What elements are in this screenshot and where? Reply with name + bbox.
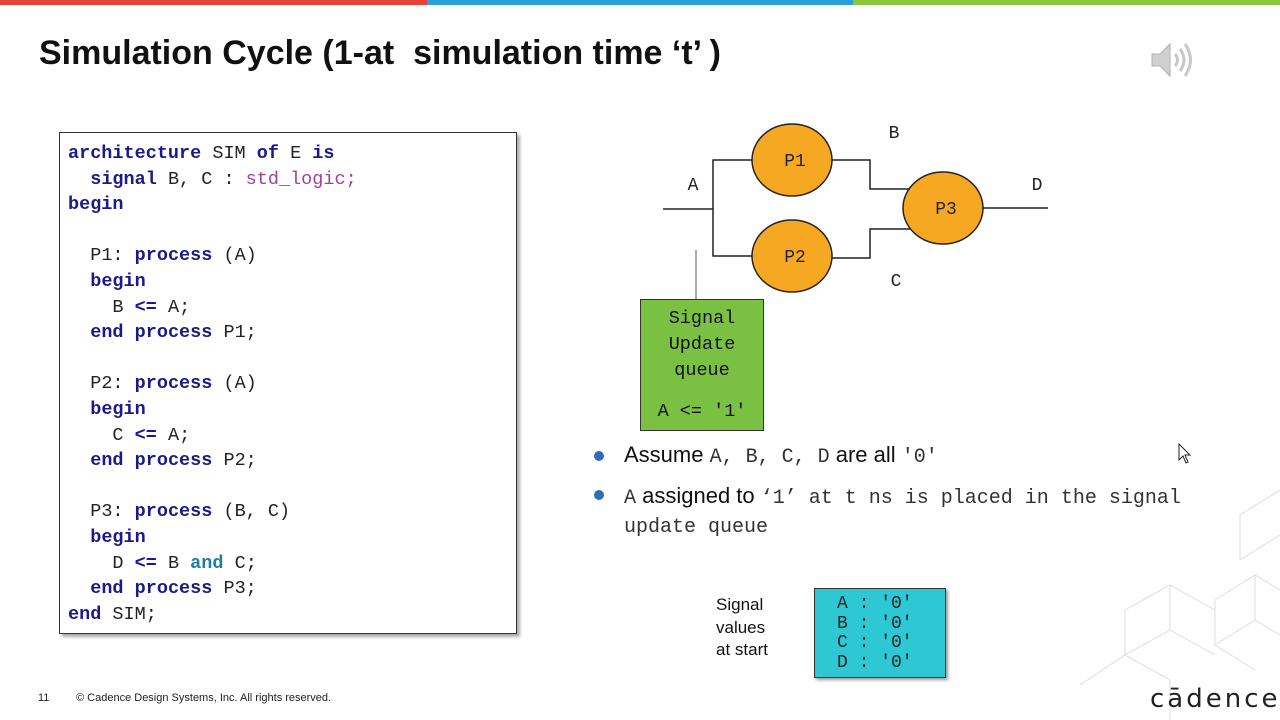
decorative-cubes: [1080, 489, 1280, 720]
bullet-item-2: A assigned to ‘1’ at t ns is placed in t…: [594, 481, 1234, 542]
wire-c: [830, 228, 910, 259]
wire-b: [830, 159, 910, 190]
signal-update-queue: Signal Update queue A <= '1': [640, 299, 764, 431]
process-p3-node: [902, 171, 984, 245]
signal-value-row: D : '0': [837, 652, 913, 673]
queue-title-line1: Signal: [668, 308, 736, 329]
signal-a-label: A: [688, 176, 699, 196]
cadence-logo: cādence: [1150, 684, 1280, 714]
wire-a-p2: [712, 209, 755, 257]
page-number: 11: [38, 692, 50, 704]
top-bar-red: [0, 0, 427, 5]
top-bar-blue: [426, 0, 854, 5]
bullet-dot-icon: [594, 490, 604, 500]
process-p2-node: [751, 219, 833, 293]
bullet-list: Assume A, B, C, D are all '0' A assigned…: [594, 442, 1234, 554]
signal-values-label: Signal values at start: [716, 595, 768, 659]
p1-label: P1: [784, 152, 806, 172]
signal-d-label: D: [1032, 176, 1043, 196]
p3-label: P3: [935, 200, 957, 220]
process-p1-node: [751, 123, 833, 197]
queue-title-line2: Update: [668, 334, 736, 355]
mouse-pointer-icon: [1178, 443, 1192, 464]
top-color-bar: [0, 0, 1280, 5]
p2-label: P2: [784, 248, 806, 268]
signal-value-row: B : '0': [837, 613, 913, 634]
signal-b-label: B: [889, 124, 900, 144]
speaker-icon[interactable]: [1150, 40, 1196, 80]
copyright-text: © Cadence Design Systems, Inc. All right…: [76, 692, 332, 704]
queue-title-line3: queue: [674, 360, 730, 381]
slide-title: Simulation Cycle (1-at simulation time ‘…: [39, 34, 722, 72]
vhdl-code: architecture SIM of E is signal B, C : s…: [68, 143, 357, 625]
code-panel: [59, 132, 517, 634]
signal-values-box: A : '0'B : '0'C : '0'D : '0': [814, 588, 946, 678]
queue-entry: A <= '1': [657, 401, 747, 422]
bullet-item-1: Assume A, B, C, D are all '0': [594, 442, 1234, 469]
bullet-dot-icon: [594, 451, 604, 461]
wire-a-p1: [712, 159, 755, 209]
signal-value-row: C : '0': [837, 633, 913, 653]
signal-c-label: C: [891, 272, 902, 292]
top-bar-green: [853, 0, 1280, 5]
signal-value-row: A : '0': [837, 594, 913, 614]
